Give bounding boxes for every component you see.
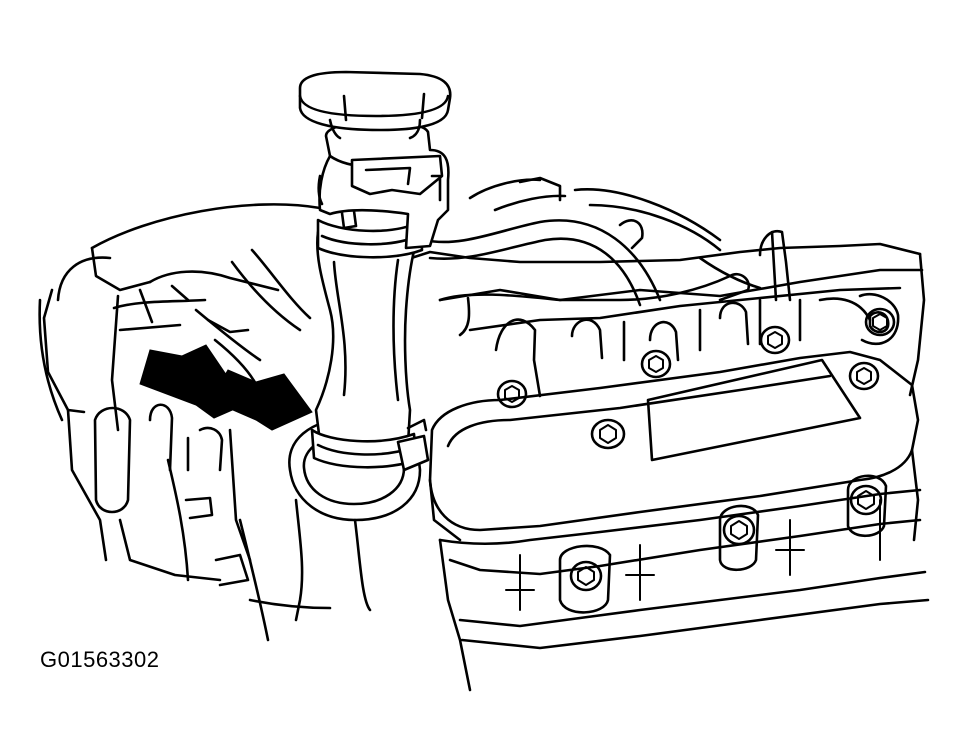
intake-plenum <box>403 242 926 398</box>
oil-filler-tube <box>310 194 430 472</box>
arrow-pointer-right <box>209 369 313 431</box>
bolt-upper-2 <box>640 349 672 379</box>
bolt-upper-1 <box>496 379 528 409</box>
oil-filler-cap <box>298 70 452 140</box>
hoses <box>230 176 792 337</box>
bolt-upper-4 <box>864 307 896 337</box>
bolt-upper-3 <box>759 325 791 355</box>
figure-code: G01563302 <box>40 647 160 672</box>
plenum-bolts <box>496 307 896 409</box>
bolt-upper-5 <box>848 361 880 391</box>
engine-bay-left <box>38 203 332 642</box>
valve-cover-bolt-1 <box>590 418 626 450</box>
lower-intake <box>438 474 930 692</box>
arrow-pointer-icon <box>139 344 313 431</box>
filler-neck-body <box>317 119 450 250</box>
bolt-lower-3 <box>849 484 883 516</box>
valve-cover <box>428 350 920 542</box>
bolt-lower-2 <box>722 514 756 546</box>
bolt-lower-1 <box>569 560 603 592</box>
